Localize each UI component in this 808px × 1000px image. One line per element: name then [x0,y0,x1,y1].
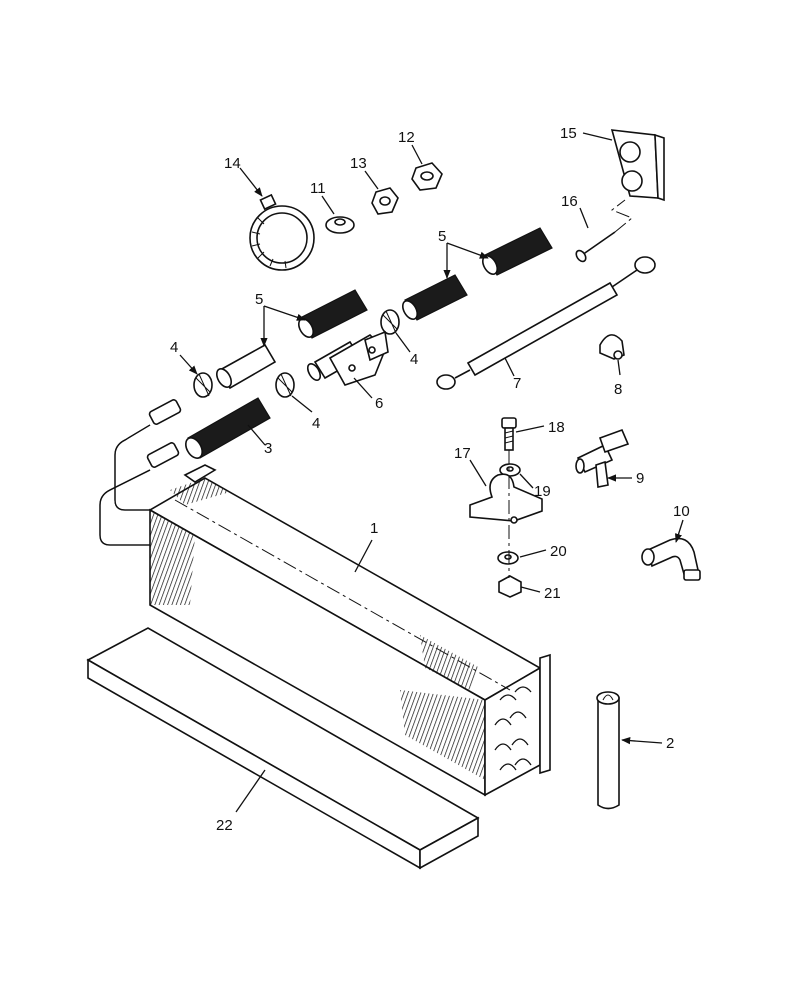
nut [411,162,443,191]
label-16: 16 [561,193,578,210]
elbow-fitting [641,537,701,581]
callout-5b: 5 [438,228,489,279]
label-8: 8 [614,381,622,398]
washer [325,216,355,234]
hose-clamp [193,309,400,398]
callout-17: 17 [454,445,487,487]
drain-tube [596,691,620,810]
callout-19: 19 [519,473,551,500]
callout-18: 18 [515,419,565,436]
callout-11: 11 [310,180,335,215]
callout-6: 6 [353,377,383,412]
label-12: 12 [398,129,415,146]
label-5b: 5 [438,228,446,245]
callout-13: 13 [350,155,379,190]
hose-strap [249,193,315,271]
callout-1: 1 [354,520,378,573]
label-2: 2 [666,735,674,752]
label-10: 10 [673,503,690,520]
label-7: 7 [513,375,521,392]
lock-washer [497,551,519,565]
label-9: 9 [636,470,644,487]
label-4b: 4 [312,415,320,432]
label-13: 13 [350,155,367,172]
label-5a: 5 [255,291,263,308]
label-21: 21 [544,585,561,602]
callout-16: 16 [561,193,589,229]
bolt [501,417,517,451]
tee-fitting [575,428,630,488]
callout-15: 15 [560,125,613,142]
clamp-bracket [469,473,543,524]
label-14: 14 [224,155,241,172]
nut-flanged [371,187,399,215]
hex-nut [498,575,522,598]
label-6: 6 [375,395,383,412]
water-valve [306,330,389,386]
callout-12: 12 [398,129,423,165]
label-1: 1 [370,520,378,537]
label-4a: 4 [170,339,178,356]
label-4c: 4 [410,351,418,368]
hose-upper-right [401,227,553,321]
callout-22: 22 [216,769,266,834]
label-19: 19 [534,483,551,500]
label-17: 17 [454,445,471,462]
callout-3: 3 [247,424,272,457]
label-22: 22 [216,817,233,834]
label-15: 15 [560,125,577,142]
cable-clip [599,334,625,360]
hose-upper-left [215,289,368,390]
callout-10: 10 [673,503,690,543]
foam-pad [86,627,480,870]
label-11: 11 [310,180,326,197]
hose-lower [185,397,271,459]
callout-4a: 4 [170,339,198,375]
label-3: 3 [264,440,272,457]
label-18: 18 [548,419,565,436]
grommet-plate [610,129,665,202]
callout-14: 14 [224,155,263,197]
callout-4c: 4 [395,332,418,368]
callout-20: 20 [519,543,567,560]
callout-5a: 5 [255,291,306,347]
callout-21: 21 [520,585,561,602]
pin [575,199,633,263]
callout-8: 8 [614,359,622,398]
heater-core [99,399,551,797]
label-20: 20 [550,543,567,560]
callout-2: 2 [621,735,674,752]
callout-4b: 4 [291,395,320,432]
callout-7: 7 [504,357,521,392]
callout-9: 9 [607,470,644,487]
control-rod [436,256,656,390]
